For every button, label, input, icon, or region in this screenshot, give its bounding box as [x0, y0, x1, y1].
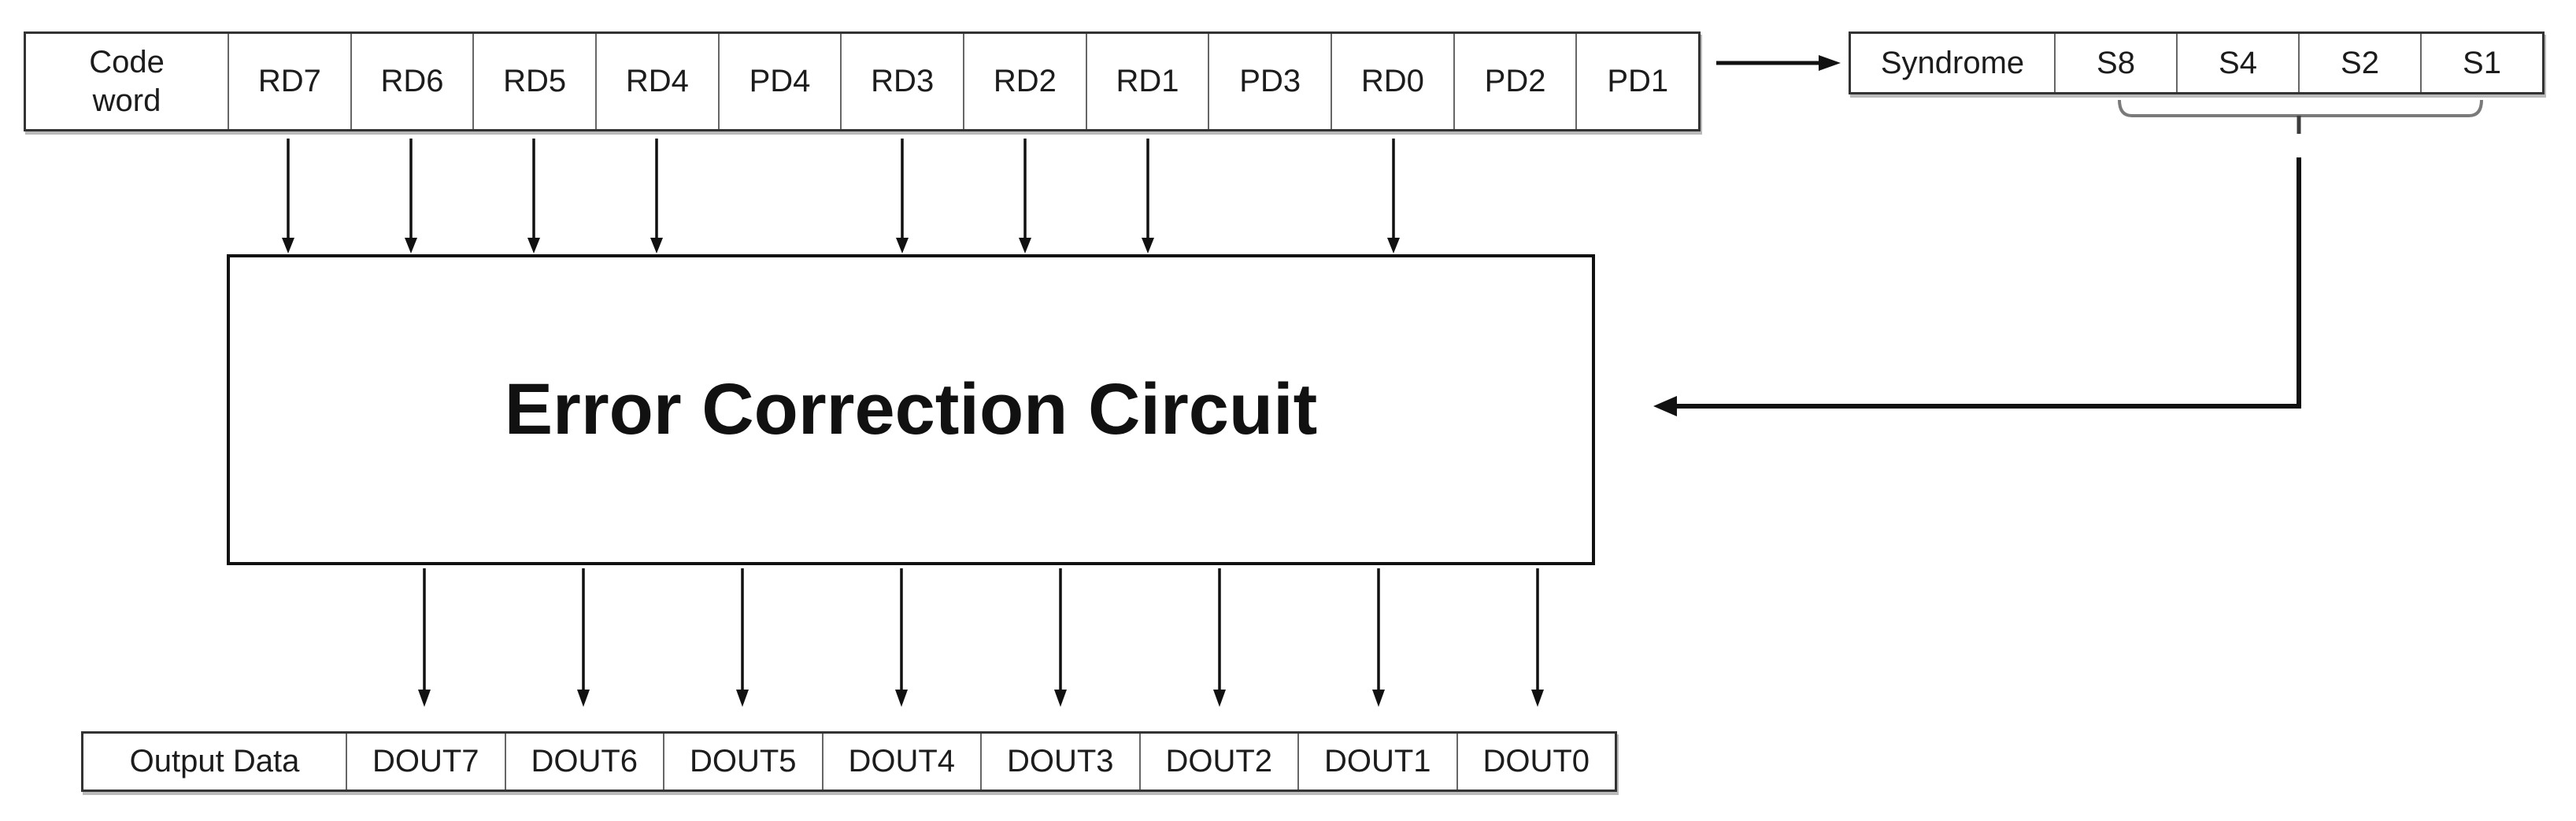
codeword-cell-rd2: RD2 — [963, 34, 1086, 129]
codeword-to-syndrome-arrow — [1716, 55, 1841, 71]
syndrome-cell-s1: S1 — [2420, 34, 2542, 92]
rd7-down-arrow — [282, 139, 294, 253]
syndrome-group-brace — [2118, 99, 2483, 134]
codeword-cell-rd0: RD0 — [1331, 34, 1453, 129]
rd4-down-arrow — [650, 139, 663, 253]
output-cell-dout6: DOUT6 — [504, 734, 663, 790]
output-cell-dout7: DOUT7 — [346, 734, 505, 790]
codeword-cell-rd5: RD5 — [472, 34, 596, 129]
codeword-header-label: Code word — [89, 44, 165, 118]
codeword-cell-rd3: RD3 — [840, 34, 964, 129]
syndrome-to-ecc-arrow — [1653, 157, 2301, 416]
dout2-down-arrow — [1213, 568, 1226, 707]
rd1-down-arrow — [1142, 139, 1154, 253]
dout1-down-arrow — [1372, 568, 1385, 707]
codeword-header-cell: Code word — [26, 34, 228, 129]
syndrome-cell-s8: S8 — [2054, 34, 2176, 92]
codeword-table: Code word RD7 RD6 RD5 RD4 PD4 RD3 RD2 RD… — [24, 31, 1701, 131]
output-table: Output Data DOUT7 DOUT6 DOUT5 DOUT4 DOUT… — [81, 731, 1617, 792]
codeword-cell-pd1: PD1 — [1575, 34, 1699, 129]
codeword-cell-pd4: PD4 — [717, 34, 841, 129]
dout6-down-arrow — [577, 568, 590, 707]
rd3-down-arrow — [896, 139, 909, 253]
codeword-cell-pd2: PD2 — [1453, 34, 1576, 129]
rd2-down-arrow — [1019, 139, 1031, 253]
codeword-cell-rd6: RD6 — [350, 34, 473, 129]
error-correction-circuit-label: Error Correction Circuit — [504, 369, 1318, 449]
output-cell-dout0: DOUT0 — [1456, 734, 1615, 790]
output-cell-dout3: DOUT3 — [980, 734, 1139, 790]
dout5-down-arrow — [736, 568, 749, 707]
codeword-cell-rd4: RD4 — [595, 34, 718, 129]
syndrome-cell-s4: S4 — [2176, 34, 2298, 92]
syndrome-table: Syndrome S8 S4 S2 S1 — [1849, 31, 2545, 94]
rd0-down-arrow — [1387, 139, 1400, 253]
output-header-cell: Output Data — [83, 734, 346, 790]
dout4-down-arrow — [895, 568, 908, 707]
dout7-down-arrow — [418, 568, 431, 707]
codeword-cell-rd7: RD7 — [228, 34, 350, 129]
codeword-cell-rd1: RD1 — [1085, 34, 1208, 129]
dout3-down-arrow — [1054, 568, 1067, 707]
codeword-cell-pd3: PD3 — [1208, 34, 1331, 129]
output-cell-dout1: DOUT1 — [1297, 734, 1456, 790]
output-cell-dout2: DOUT2 — [1138, 734, 1297, 790]
rd6-down-arrow — [405, 139, 417, 253]
error-correction-circuit-box: Error Correction Circuit — [227, 254, 1595, 565]
syndrome-header-cell: Syndrome — [1851, 34, 2054, 92]
rd5-down-arrow — [527, 139, 540, 253]
output-cell-dout5: DOUT5 — [663, 734, 822, 790]
dout0-down-arrow — [1531, 568, 1544, 707]
syndrome-cell-s2: S2 — [2298, 34, 2420, 92]
output-cell-dout4: DOUT4 — [821, 734, 980, 790]
